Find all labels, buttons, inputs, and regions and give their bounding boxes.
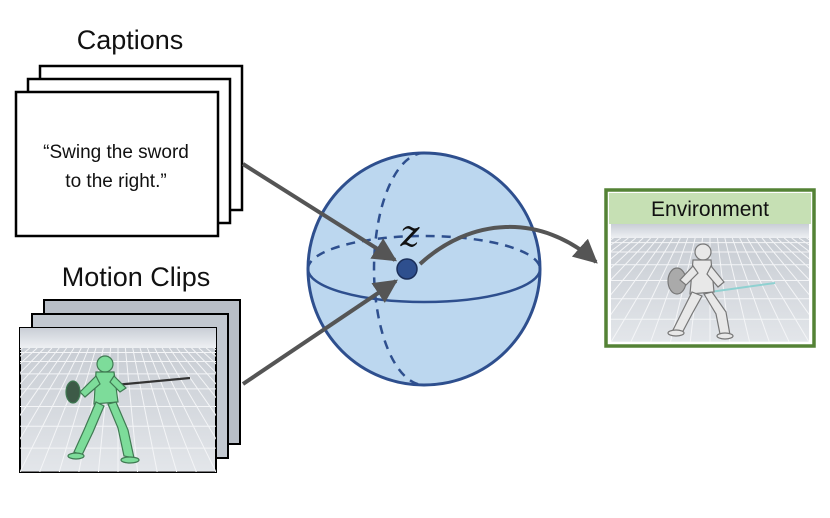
grid-line [611, 237, 674, 342]
grid-line [132, 347, 158, 472]
sphere-body [306, 151, 542, 387]
grid-line [783, 237, 809, 260]
grid-line [20, 347, 67, 417]
grid-line [58, 347, 97, 472]
grid-line [769, 237, 809, 281]
latent-point [396, 258, 418, 280]
grid-line [124, 347, 139, 472]
captions-heading: Captions [77, 25, 184, 55]
arrow-captions-to-latent [241, 162, 398, 262]
latent-sphere: z [306, 151, 542, 387]
sphere-meridian [372, 151, 425, 387]
humanoid-sword-icon [667, 243, 776, 340]
grid-line [776, 237, 809, 269]
grid-line [731, 237, 770, 342]
grid-line [176, 347, 216, 399]
grid-line [20, 347, 45, 374]
grid-line [650, 237, 689, 342]
grid-line [139, 347, 178, 472]
grid-line [611, 237, 644, 269]
grid-line [20, 347, 60, 399]
grid-line [20, 347, 82, 472]
grid-line [814, 238, 830, 342]
caption-text-line1: “Swing the sword [43, 142, 189, 163]
grid-line [183, 347, 216, 385]
grid-line [146, 347, 197, 472]
grid-line [611, 237, 637, 260]
grid-line [746, 237, 809, 342]
motion-frame-front [0, 327, 217, 473]
caption-stack: “Swing the sword to the right.” [14, 64, 244, 238]
arrow-motion-to-latent [241, 279, 398, 386]
environment-header [609, 193, 811, 224]
grid-line [754, 237, 809, 316]
sphere-equator-hidden [306, 234, 542, 270]
grid-line [0, 348, 8, 472]
caption-page-front [14, 90, 220, 238]
grid-line [611, 237, 666, 316]
caption-text-line2: to the right.” [65, 171, 166, 192]
grid-line [761, 237, 809, 296]
sphere-equator [306, 268, 542, 304]
grid-line [724, 237, 751, 342]
grid-line [20, 347, 53, 385]
grid-line [821, 238, 830, 342]
grid-line [20, 347, 75, 440]
motion-clips-heading: Motion Clips [62, 262, 211, 292]
grid-line [191, 347, 216, 374]
grid-line [630, 237, 681, 342]
environment-panel: Environment [604, 188, 830, 348]
grid-line [169, 347, 216, 417]
grid-line [0, 348, 15, 472]
grid-line [39, 347, 90, 472]
grid-line [154, 347, 216, 472]
grid-line [739, 237, 790, 342]
latent-symbol: z [400, 214, 421, 255]
humanoid-sword-icon [65, 355, 191, 464]
environment-label: Environment [651, 198, 769, 221]
grid-line [611, 237, 651, 281]
motion-clip-stack [0, 299, 241, 473]
arrow-latent-to-environment [418, 224, 598, 266]
grid-line [161, 347, 216, 440]
grid-line [611, 237, 659, 296]
